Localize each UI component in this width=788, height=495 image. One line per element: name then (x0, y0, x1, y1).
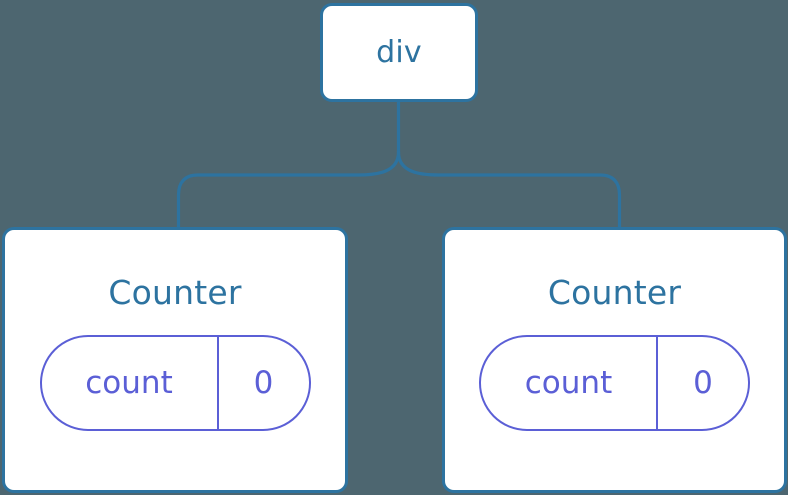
state-value-1: 0 (656, 337, 748, 429)
node-div-label: div (376, 34, 422, 70)
connector-edge-left (176, 150, 401, 231)
node-counter-0-label: Counter (108, 273, 242, 312)
node-counter-1-label: Counter (547, 273, 682, 312)
state-value-0: 0 (216, 337, 309, 429)
connector-edge-right (396, 150, 622, 231)
state-pill-1: count 0 (479, 335, 750, 431)
state-key-1: count (524, 364, 613, 401)
state-key-0: count (85, 364, 173, 401)
node-div[interactable]: div (320, 3, 478, 102)
node-counter-1[interactable]: Counter count 0 (442, 227, 787, 493)
state-pill-0: count 0 (39, 335, 311, 431)
node-counter-0[interactable]: Counter count 0 (2, 227, 348, 493)
